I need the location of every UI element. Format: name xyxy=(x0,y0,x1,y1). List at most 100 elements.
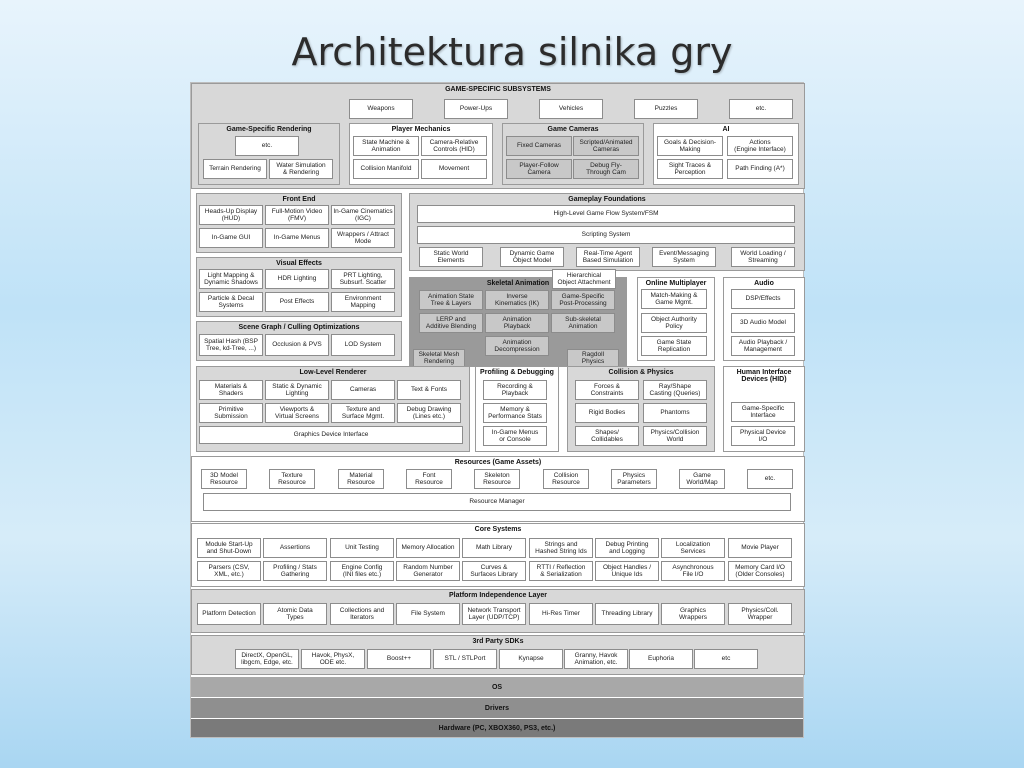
component-box: Game World/Map xyxy=(679,469,725,489)
profiling-debugging-header: Profiling & Debugging xyxy=(480,369,554,376)
component-box: World Loading / Streaming xyxy=(731,247,795,267)
component-box: etc. xyxy=(235,136,299,156)
component-box: In-Game Cinematics (IGC) xyxy=(331,205,395,225)
component-box: Localization Services xyxy=(661,538,725,558)
hierarchical-object-attachment: Hierarchical Object Attachment xyxy=(552,269,616,289)
component-box: Boost++ xyxy=(367,649,431,669)
component-box: State Machine & Animation xyxy=(353,136,419,156)
component-box: Assertions xyxy=(263,538,327,558)
game-specific-subsystems-header: GAME-SPECIFIC SUBSYSTEMS xyxy=(445,86,551,93)
component-box: Phantoms xyxy=(643,403,707,423)
component-box: In-Game GUI xyxy=(199,228,263,248)
component-box: Movie Player xyxy=(728,538,792,558)
subsystem-box: Weapons xyxy=(349,99,413,119)
ragdoll-physics: Ragdoll Physics xyxy=(567,349,619,367)
component-box: Parsers (CSV, XML, etc.) xyxy=(197,561,261,581)
component-box: Game-Specific Post-Processing xyxy=(551,290,615,310)
component-box: Profiling / Stats Gathering xyxy=(263,561,327,581)
resources: Resources (Game Assets) xyxy=(191,456,805,522)
component-box: Fixed Cameras xyxy=(506,136,572,156)
engine-architecture-diagram: GAME-SPECIFIC SUBSYSTEMS Weapons Power-Ups… xyxy=(190,82,805,738)
slide-title: Architektura silnika gry xyxy=(291,30,733,74)
component-box: etc xyxy=(694,649,758,669)
component-box: Material Resource xyxy=(338,469,384,489)
component-box: Granny, Havok Animation, etc. xyxy=(564,649,628,669)
component-box: Physical Device I/O xyxy=(731,426,795,446)
component-box: Physics/Coll. Wrapper xyxy=(728,603,792,625)
component-box: Light Mapping & Dynamic Shadows xyxy=(199,269,263,289)
third-party-sdks-header: 3rd Party SDKs xyxy=(472,638,524,645)
drivers-layer: Drivers xyxy=(191,698,803,718)
core-systems-header: Core Systems xyxy=(474,526,522,533)
subsystem-box: Puzzles xyxy=(634,99,698,119)
skeletal-mesh-rendering: Skeletal Mesh Rendering xyxy=(413,349,465,367)
component-box: Game-Specific Interface xyxy=(731,402,795,422)
component-box: Shapes/ Collidables xyxy=(575,426,639,446)
component-box: Sight Traces & Perception xyxy=(657,159,723,179)
component-box: Forces & Constraints xyxy=(575,380,639,400)
component-box: Debug Drawing (Lines etc.) xyxy=(397,403,461,423)
component-box: Threading Library xyxy=(595,603,659,625)
component-box: Module Start-Up and Shut-Down xyxy=(197,538,261,558)
skeletal-animation-header: Skeletal Animation xyxy=(486,280,550,287)
component-box: Debug Printing and Logging xyxy=(595,538,659,558)
component-box: Collision Manifold xyxy=(353,159,419,179)
subsystem-box: Vehicles xyxy=(539,99,603,119)
component-box: Water Simulation & Rendering xyxy=(269,159,333,179)
game-cameras-header: Game Cameras xyxy=(547,126,599,133)
component-box: Inverse Kinematics (IK) xyxy=(485,290,549,310)
component-box: Animation Decompression xyxy=(485,336,549,356)
resources-header: Resources (Game Assets) xyxy=(454,459,542,466)
component-box: Physics/Collision World xyxy=(643,426,707,446)
game-specific-rendering-header: Game-Specific Rendering xyxy=(226,126,312,133)
component-box: Materials & Shaders xyxy=(199,380,263,400)
component-box: Object Handles / Unique Ids xyxy=(595,561,659,581)
component-box: Match-Making & Game Mgmt. xyxy=(641,289,707,309)
component-box: Heads-Up Display (HUD) xyxy=(199,205,263,225)
component-box: In-Game Menus or Console xyxy=(483,426,547,446)
component-box: Cameras xyxy=(331,380,395,400)
component-box: Text & Fonts xyxy=(397,380,461,400)
component-box: LOD System xyxy=(331,334,395,356)
collision-physics-header: Collision & Physics xyxy=(608,369,674,376)
scripting-system: Scripting System xyxy=(417,226,795,244)
component-box: Havok, PhysX, ODE etc. xyxy=(301,649,365,669)
component-box: Ray/Shape Casting (Queries) xyxy=(643,380,707,400)
component-box: Platform Detection xyxy=(197,603,261,625)
component-box: Scripted/Animated Cameras xyxy=(573,136,639,156)
subsystem-box: Power-Ups xyxy=(444,99,508,119)
component-box: Memory Allocation xyxy=(396,538,460,558)
component-box: Camera-Relative Controls (HID) xyxy=(421,136,487,156)
component-box: Kynapse xyxy=(499,649,563,669)
platform-independence-layer-header: Platform Independence Layer xyxy=(448,592,548,599)
component-box: Unit Testing xyxy=(330,538,394,558)
component-box: Random Number Generator xyxy=(396,561,460,581)
component-box: Sub-skeletal Animation xyxy=(551,313,615,333)
visual-effects-header: Visual Effects xyxy=(276,260,322,267)
component-box: Network Transport Layer (UDP/TCP) xyxy=(462,603,526,625)
subsystem-box: etc. xyxy=(729,99,793,119)
component-box: Font Resource xyxy=(406,469,452,489)
component-box: HDR Lighting xyxy=(265,269,329,289)
component-box: DSP/Effects xyxy=(731,289,795,309)
component-box: Memory & Performance Stats xyxy=(483,403,547,423)
component-box: Debug Fly- Through Cam xyxy=(573,159,639,179)
scene-graph-header: Scene Graph / Culling Optimizations xyxy=(238,324,360,331)
component-box: LERP and Additive Blending xyxy=(419,313,483,333)
component-box: Graphics Wrappers xyxy=(661,603,725,625)
component-box: Event/Messaging System xyxy=(652,247,716,267)
component-box: Goals & Decision- Making xyxy=(657,136,723,156)
component-box: etc. xyxy=(747,469,793,489)
low-level-renderer-header: Low-Level Renderer xyxy=(299,369,367,376)
ai-panel-header: AI xyxy=(722,126,730,133)
component-box: Static World Elements xyxy=(419,247,483,267)
component-box: Path Finding (A*) xyxy=(727,159,793,179)
component-box: Physics Parameters xyxy=(611,469,657,489)
os-layer: OS xyxy=(191,677,803,697)
component-box: Animation Playback xyxy=(485,313,549,333)
player-mechanics-header: Player Mechanics xyxy=(391,126,451,133)
component-box: Primitive Submission xyxy=(199,403,263,423)
component-box: Environment Mapping xyxy=(331,292,395,312)
hardware-layer: Hardware (PC, XBOX360, PS3, etc.) xyxy=(191,719,803,737)
front-end-header: Front End xyxy=(282,196,316,203)
